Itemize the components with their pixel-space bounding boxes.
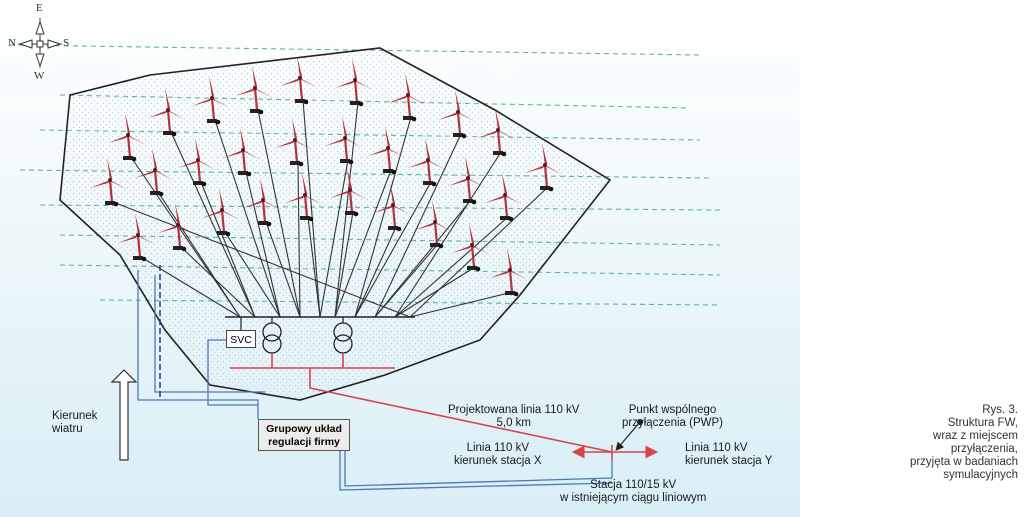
cable-line [180,246,256,318]
cable-line [334,169,392,318]
svc-box: SVC [226,330,256,348]
wind-turbine-icon [388,73,426,122]
wind-turbine-icon [438,90,476,139]
group-control-box: Grupowy układ regulacji firmy [258,419,350,451]
wind-turbine-icon [280,56,318,105]
pcc-pointer [615,421,641,451]
cable-line [409,186,549,318]
cable-line [130,156,241,318]
cable-line [170,131,256,318]
planned-110kv-line [230,353,659,460]
compass-west: W [34,70,45,82]
cable-line [200,181,256,318]
wind-turbine-icon [485,173,523,222]
wind-turbine-icon [478,108,516,157]
cable-line [265,221,301,318]
compass-south: S [63,37,70,49]
cable-line [374,199,472,318]
wind-turbine-icon [178,138,216,187]
cable-line [319,159,349,318]
wind-turbine-icon [368,126,406,175]
wind-turbine-icon [192,76,230,125]
wind-turbine-icon [325,116,363,165]
cable-line [374,133,462,318]
wind-band-line [9,44,701,56]
cable-line [334,211,354,318]
wind-turbine-icon [373,183,411,232]
cable-line [394,266,476,318]
wind-turbine-icon [285,173,323,222]
cable-line [224,231,281,318]
wind-turbine-icon [415,200,453,249]
wind-turbine-icon [118,213,156,262]
wind-turbine-icon [235,66,273,115]
wind-turbine-icon [335,58,373,107]
wind-turbine-icon [330,168,368,217]
cable-line [245,171,281,318]
cable-line [334,101,359,318]
figure-caption: Rys. 3. Struktura FW, wraz z miejscem pr… [909,404,1018,481]
farm-area [59,47,612,401]
cable-line [257,109,301,318]
wind-direction-label: Kierunek wiatru [52,410,98,435]
wind-turbine-icon [243,178,281,227]
cable-line [354,226,397,318]
cable-line [307,216,321,318]
wind-turbine-icon [275,118,313,167]
compass-icon [18,18,62,68]
pcc-dot [637,419,643,425]
wind-turbine-icon [202,188,240,237]
collector-cables [112,99,549,318]
cable-line [354,116,412,318]
wind-turbine-icon [90,158,128,207]
wind-turbine-icon [158,203,196,252]
cable-line [214,119,281,318]
cable-line [409,291,514,318]
planned-line-label: Projektowana linia 110 kV 5,0 km [448,404,580,429]
cable-line [297,161,301,318]
wind-turbine-icon [490,248,528,297]
cable-line [394,216,509,318]
line-y-label: Linia 110 kV kierunek stacja Y [685,442,773,467]
cable-line [112,201,411,318]
wind-turbine-icon [408,138,446,187]
pcc-label: Punkt wspólnego przyłączenia (PWP) [622,404,723,429]
cable-line [374,243,439,318]
wind-turbine-icon [108,113,146,162]
compass-north: N [8,37,16,49]
cable-line [354,181,432,318]
line-x-label: Linia 110 kV kierunek stacja X [454,442,542,467]
wind-turbine-icon [452,223,490,272]
cable-line [157,191,241,318]
wind-arrow-icon [110,369,138,461]
substation-label: Stacja 110/15 kV w istniejącym ciągu lin… [560,479,707,504]
wind-turbine-icon [525,143,563,192]
wind-turbine-icon [148,88,186,137]
cable-line [394,151,502,318]
wind-turbine-icon [448,156,486,205]
wind-turbine-icon [223,128,261,177]
compass-east: E [36,2,43,14]
cable-line [140,256,241,318]
turbines [90,56,563,297]
wind-turbine-icon [135,148,173,197]
